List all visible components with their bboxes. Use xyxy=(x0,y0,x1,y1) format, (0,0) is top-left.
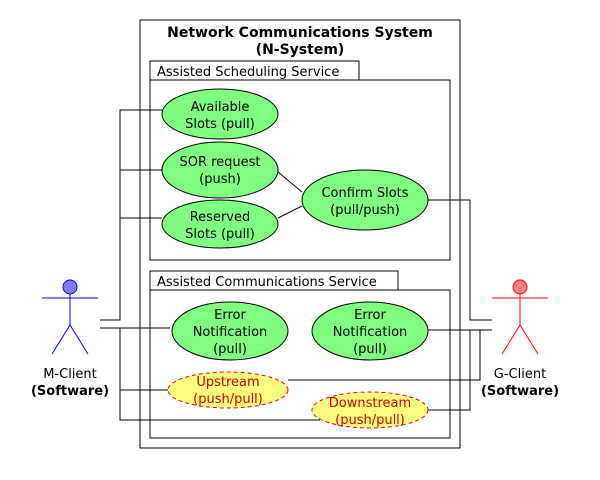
actor-g-client-icon xyxy=(492,279,548,355)
use-case-sor-request-shape xyxy=(161,141,279,199)
actor-m-client: M-Client (Software) xyxy=(31,279,109,399)
use-case-confirm-slots-line1: Confirm Slots xyxy=(321,186,408,201)
package-communications-label: Assisted Communications Service xyxy=(157,275,377,290)
use-case-upstream: Upstream (push/pull) xyxy=(167,371,289,409)
actor-g-client-name: G-Client xyxy=(494,367,546,382)
use-case-sor-request-line2: (push) xyxy=(199,172,241,187)
actor-m-client-role: (Software) xyxy=(31,384,109,399)
use-case-error-notification-m-line1: Error xyxy=(214,308,246,323)
associations xyxy=(100,109,492,421)
use-case-reserved-slots-shape xyxy=(161,199,279,249)
use-case-available-slots-line1: Available xyxy=(191,100,250,115)
package-scheduling-label: Assisted Scheduling Service xyxy=(157,65,339,80)
actor-g-client-role: (Software) xyxy=(481,384,559,399)
use-case-available-slots-shape xyxy=(161,88,279,140)
use-case-confirm-slots-line2: (pull/push) xyxy=(330,203,400,218)
use-case-error-notification-m-line3: (pull) xyxy=(213,342,247,357)
use-case-available-slots-line2: Slots (pull) xyxy=(185,117,255,132)
use-case-reserved-slots-line1: Reserved xyxy=(190,210,251,225)
use-case-error-notification-g-shape xyxy=(311,301,429,361)
use-case-downstream-shape xyxy=(311,391,429,429)
use-case-confirm-slots: Confirm Slots (pull/push) xyxy=(301,169,429,231)
use-case-available-slots: Available Slots (pull) xyxy=(161,88,279,140)
use-case-confirm-slots-shape xyxy=(301,169,429,231)
use-case-error-notification-g-line1: Error xyxy=(354,308,386,323)
association-m-downstream xyxy=(119,390,320,421)
use-case-upstream-line2: (push/pull) xyxy=(193,392,263,407)
use-case-error-notification-m: Error Notification (pull) xyxy=(171,301,289,361)
use-case-error-notification-m-line2: Notification xyxy=(193,325,268,340)
include-reserved-confirm xyxy=(277,205,303,219)
use-case-downstream-line1: Downstream xyxy=(329,396,411,411)
association-g-upstream xyxy=(288,330,481,381)
actor-g-client: G-Client (Software) xyxy=(481,279,559,399)
use-case-reserved-slots: Reserved Slots (pull) xyxy=(161,199,279,249)
use-case-error-notification-g: Error Notification (pull) xyxy=(311,301,429,361)
use-case-reserved-slots-line2: Slots (pull) xyxy=(185,227,255,242)
system-subtitle: (N-System) xyxy=(256,42,345,58)
use-case-error-notification-g-line3: (pull) xyxy=(353,342,387,357)
use-case-downstream-line2: (push/pull) xyxy=(335,413,405,428)
association-g-downstream xyxy=(428,330,471,411)
include-sor-confirm xyxy=(277,171,303,193)
use-case-downstream: Downstream (push/pull) xyxy=(311,391,429,429)
actor-m-client-name: M-Client xyxy=(43,367,97,382)
system-title: Network Communications System xyxy=(167,25,433,41)
use-case-sor-request: SOR request (push) xyxy=(161,141,279,199)
use-case-upstream-line1: Upstream xyxy=(196,375,259,390)
use-case-error-notification-g-line2: Notification xyxy=(333,325,408,340)
package-scheduling: Assisted Scheduling Service xyxy=(149,60,451,261)
association-m-available-slots xyxy=(100,109,162,321)
use-case-upstream-shape xyxy=(167,371,289,409)
use-case-error-notification-m-shape xyxy=(171,301,289,361)
association-g-confirm-slots xyxy=(428,199,492,321)
use-case-sor-request-line1: SOR request xyxy=(179,155,260,170)
actor-m-client-icon xyxy=(42,279,98,355)
